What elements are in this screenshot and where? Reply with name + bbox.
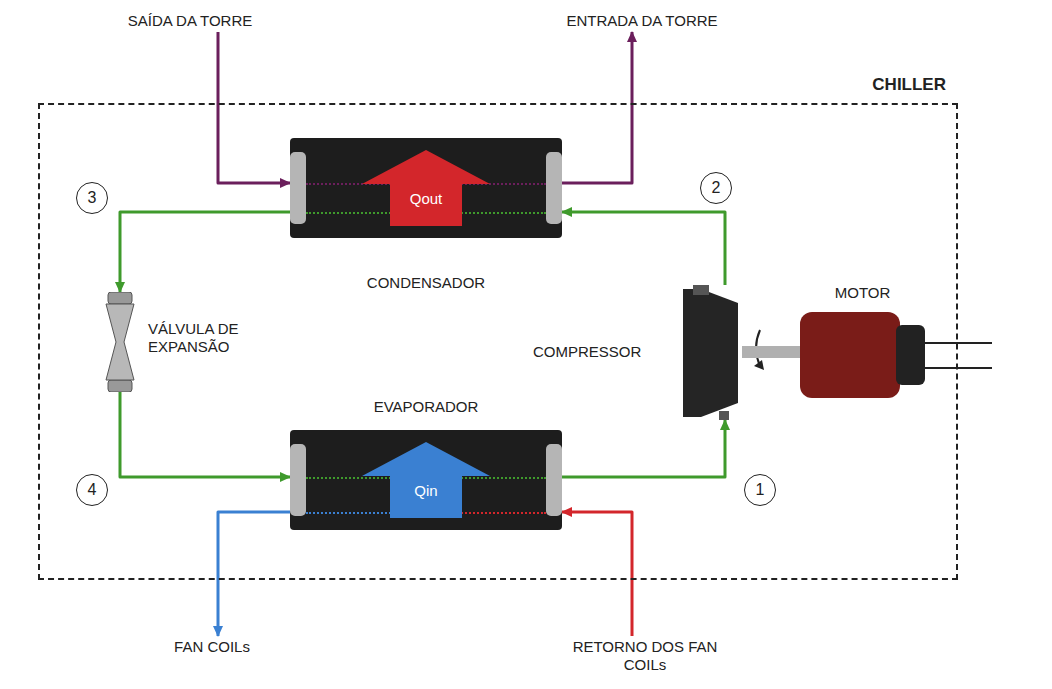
endpoint-text: FAN COILs <box>174 638 250 656</box>
shaft <box>742 346 800 358</box>
end-cap <box>546 444 562 516</box>
heat-arrow <box>362 442 490 518</box>
pipe <box>218 512 290 636</box>
heat-arrow <box>362 150 490 226</box>
motor: MOTOR <box>800 280 930 398</box>
motor-cap <box>896 325 925 385</box>
boundary-title: CHILLER <box>872 76 946 94</box>
compressor-symbol <box>719 411 729 420</box>
callout-number: 2 <box>700 172 732 204</box>
component-label: EVAPORADOR <box>290 398 562 416</box>
valve-symbol <box>106 304 134 380</box>
endpoint-label: ENTRADA DA TORRE <box>562 10 721 32</box>
callout-text: 2 <box>712 179 721 197</box>
valve-symbol <box>108 380 132 392</box>
component-label: VÁLVULA DE EXPANSÃO <box>148 320 273 356</box>
component-label: COMPRESSOR <box>533 343 641 361</box>
compressor-symbol <box>693 285 709 295</box>
motor-body <box>800 312 900 398</box>
valve-symbol <box>100 292 140 392</box>
pipe <box>120 212 290 292</box>
motor-wire <box>925 342 992 344</box>
valve-symbol <box>108 292 132 304</box>
endpoint-text: RETORNO DOS FAN COILs <box>570 638 720 674</box>
exchanger-body: Qout <box>290 138 562 238</box>
motor-wire <box>925 367 992 369</box>
callout-text: 3 <box>88 189 97 207</box>
component-label: CONDENSADOR <box>290 274 562 292</box>
endpoint-text: SAÍDA DA TORRE <box>128 12 253 30</box>
compressor: COMPRESSOR <box>533 285 742 420</box>
endpoint-text: ENTRADA DA TORRE <box>566 12 717 30</box>
heat-label: Qin <box>290 482 562 500</box>
heat-label: Qout <box>290 190 562 208</box>
pipe <box>562 512 632 636</box>
end-cap <box>546 152 562 224</box>
heat-exchanger: QoutCONDENSADOR <box>290 138 562 298</box>
compressor-symbol <box>683 289 738 417</box>
chiller-boundary: CHILLER 3 QoutCONDENSADOR 2MOTOR VÁLVULA DE … <box>38 72 958 580</box>
rotation-arrow <box>754 360 764 370</box>
pipe <box>562 32 632 183</box>
callout-number: 3 <box>76 182 108 214</box>
pipe <box>120 392 290 477</box>
end-cap <box>290 152 306 224</box>
component-label: MOTOR <box>800 284 925 302</box>
heat-arrow <box>290 430 562 530</box>
endpoint-label: FAN COILs <box>170 636 254 658</box>
pipe <box>562 420 725 477</box>
end-cap <box>290 444 306 516</box>
callout-number: 1 <box>744 474 776 506</box>
pipe <box>218 32 290 183</box>
heat-arrow <box>290 138 562 238</box>
callout-text: 1 <box>756 481 765 499</box>
callout-text: 4 <box>88 481 97 499</box>
endpoint-label: RETORNO DOS FAN COILs <box>566 636 724 676</box>
expansion-valve: VÁLVULA DE EXPANSÃO <box>100 292 275 392</box>
heat-exchanger: Qin EVAPORADOR <box>290 396 562 530</box>
callout-number: 4 <box>76 474 108 506</box>
exchanger-body: Qin <box>290 430 562 530</box>
endpoint-label: SAÍDA DA TORRE <box>124 10 257 32</box>
pipe <box>562 212 725 285</box>
